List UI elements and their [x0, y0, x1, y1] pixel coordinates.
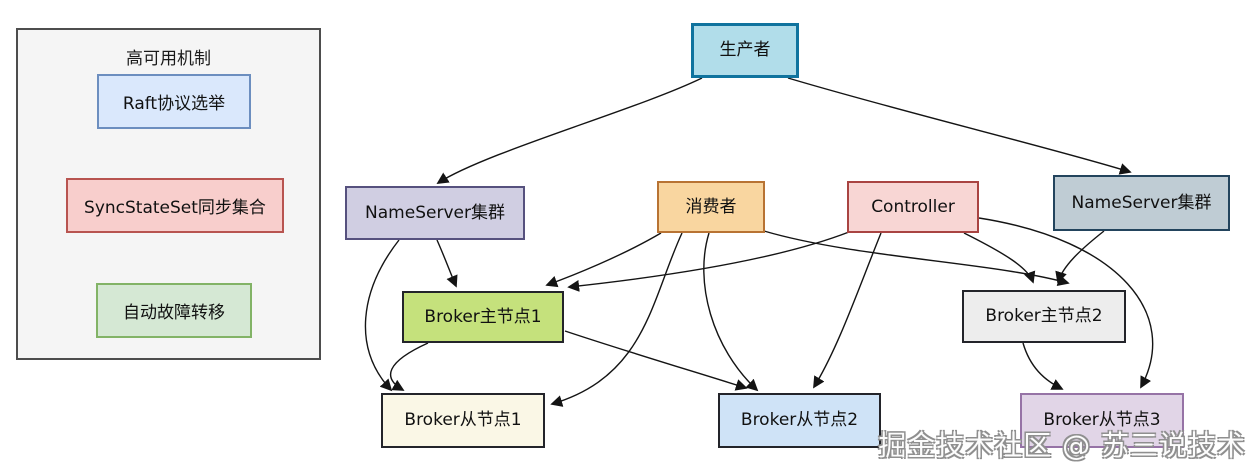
edge-broker-master1-broker-slave1 — [389, 342, 429, 391]
panel-item-raft-election: Raft协议选举 — [97, 74, 251, 129]
node-producer: 生产者 — [691, 23, 799, 78]
node-broker-master2: Broker主节点2 — [962, 290, 1126, 343]
node-broker-slave1-label: Broker从节点1 — [404, 410, 522, 431]
edge-producer-nameserver-right — [787, 77, 1132, 175]
edge-consumer-broker-master1 — [545, 232, 662, 288]
edge-consumer-broker-slave1 — [550, 232, 683, 407]
edge-nameserver-left-broker-master1 — [436, 239, 458, 288]
node-controller: Controller — [847, 181, 979, 233]
panel-item-auto-failover: 自动故障转移 — [96, 283, 252, 338]
panel-item-syncstateset: SyncStateSet同步集合 — [66, 178, 284, 233]
node-broker-slave2-label: Broker从节点2 — [740, 410, 859, 431]
node-controller-label: Controller — [871, 196, 955, 217]
node-broker-slave1: Broker从节点1 — [381, 393, 545, 448]
node-consumer: 消费者 — [657, 181, 765, 233]
edge-consumer-broker-slave2 — [703, 232, 759, 392]
watermark-text: 掘金技术社区 @ 苏三说技术 — [878, 429, 1246, 462]
ha-mechanism-panel: 高可用机制 Raft协议选举 SyncStateSet同步集合 自动故障转移 — [16, 28, 321, 360]
edge-controller-broker-slave3 — [978, 217, 1154, 389]
edge-producer-nameserver-left — [436, 77, 703, 184]
node-broker-slave3-label: Broker从节点3 — [1043, 410, 1161, 431]
node-nameserver-cluster-right-label: NameServer集群 — [1071, 192, 1212, 213]
ha-panel-title: 高可用机制 — [126, 49, 211, 69]
edge-consumer-broker-master2 — [763, 230, 1070, 287]
node-nameserver-cluster-left: NameServer集群 — [345, 186, 525, 240]
edge-nameserver-left-broker-slave1 — [364, 239, 400, 392]
node-broker-master1-label: Broker主节点1 — [424, 306, 542, 327]
node-producer-label: 生产者 — [719, 40, 771, 61]
edge-controller-broker-master2 — [963, 232, 1036, 284]
panel-item-auto-failover-label: 自动故障转移 — [123, 303, 225, 323]
edge-broker-master2-broker-slave3 — [1022, 342, 1064, 390]
node-broker-master1: Broker主节点1 — [402, 291, 564, 343]
node-broker-slave2: Broker从节点2 — [718, 393, 881, 448]
node-nameserver-cluster-right: NameServer集群 — [1053, 175, 1230, 231]
node-broker-master2-label: Broker主节点2 — [985, 306, 1103, 327]
panel-item-raft-election-label: Raft协议选举 — [122, 94, 226, 114]
node-broker-slave3: Broker从节点3 — [1020, 393, 1184, 448]
panel-item-syncstateset-label: SyncStateSet同步集合 — [84, 198, 266, 218]
node-nameserver-cluster-left-label: NameServer集群 — [365, 202, 505, 223]
edge-controller-broker-slave2 — [813, 232, 882, 389]
edge-nameserver-right-broker-master2 — [1055, 230, 1105, 284]
node-consumer-label: 消费者 — [685, 196, 737, 217]
edge-broker-master1-broker-slave2 — [564, 330, 748, 391]
